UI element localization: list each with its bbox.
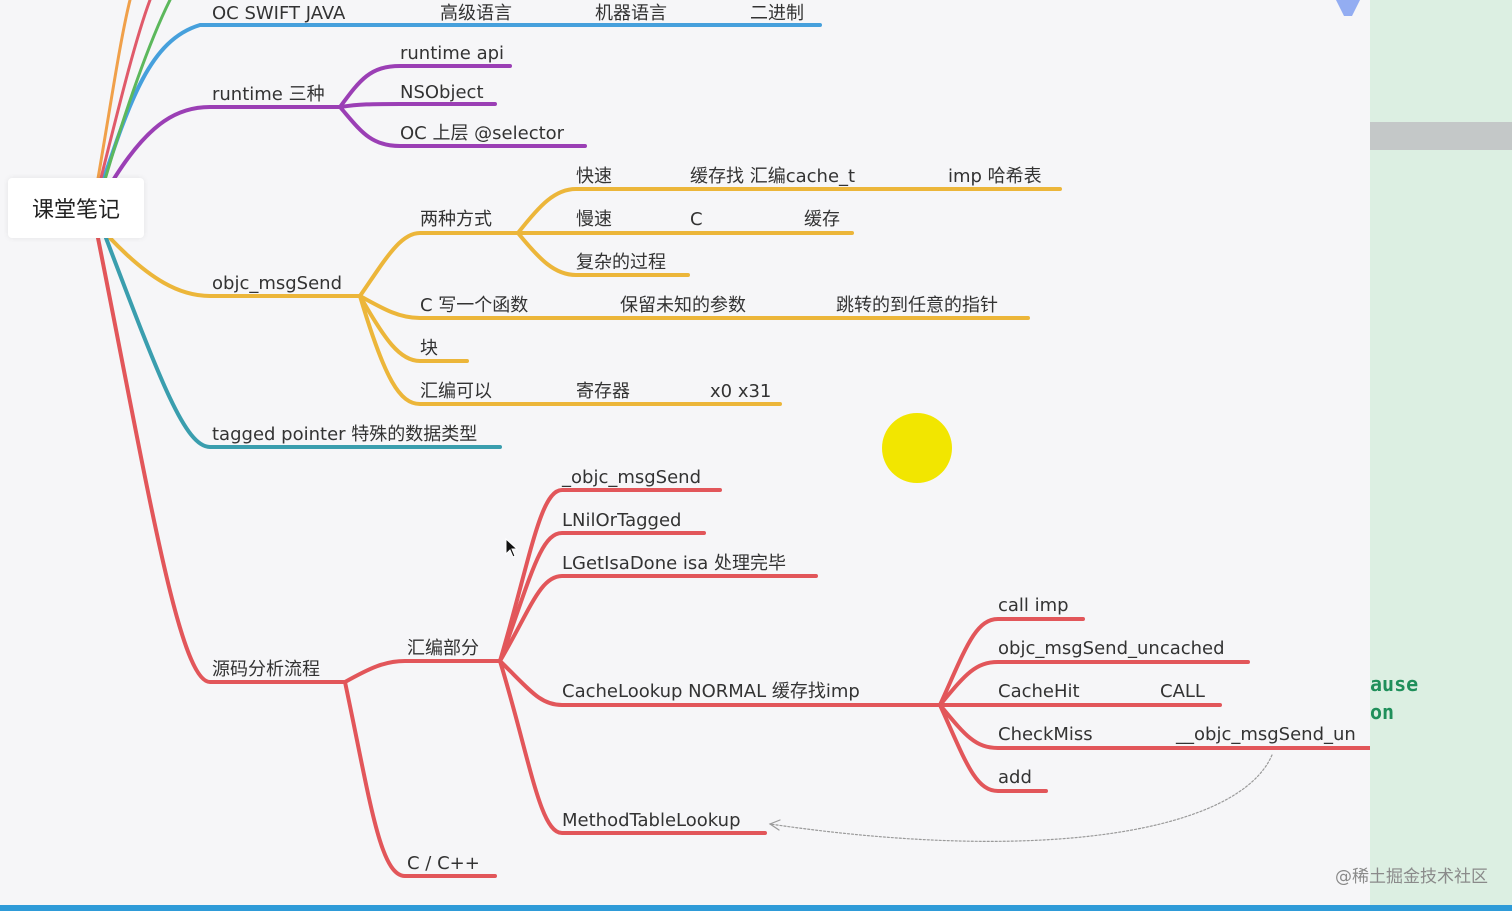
label-msgsend: objc_msgSend [212,273,342,294]
edge-runtime [110,105,342,184]
label-nsobject: NSObject [400,82,484,103]
label-source: 源码分析流程 [212,659,320,680]
label-c-cpp: C / C++ [407,853,480,874]
mindmap-svg: OC SWIFT JAVA 高级语言 机器语言 二进制 runtime 三种 r… [94,0,1370,878]
label-lgetisa: LGetIsaDone isa 处理完毕 [562,553,786,574]
app-logo-icon [1336,0,1360,16]
label-asm: 汇编可以 [420,381,492,402]
label-asm-register: 寄存器 [576,381,630,402]
relation-arrow-head [768,819,781,831]
edge-source [96,236,347,684]
label-slow-cache: 缓存 [804,209,840,230]
root-node[interactable]: 课堂笔记 [8,178,144,238]
edge-lnil [498,531,706,663]
label-runtime: runtime 三种 [212,84,325,105]
label-call-imp: call imp [998,595,1069,616]
edge-msgsend [108,236,362,298]
edge-cachelookup [498,659,942,707]
label-fast-cache: 缓存找 汇编cache_t [690,166,855,187]
label-top-item-1: 高级语言 [440,3,512,24]
right-panel-header-bar [1370,122,1512,150]
relation-arrow [769,754,1273,842]
edge-top-extra-1 [94,0,132,192]
label-two-ways: 两种方式 [420,209,492,230]
edge-runtime-api [338,64,512,109]
edge-checkmiss [938,703,1370,750]
edge-asm-part [343,659,502,684]
label-lnil: LNilOrTagged [562,510,681,531]
label-block: 块 [420,338,438,359]
edge-c-func [358,294,1030,320]
label-selector: OC 上层 @selector [400,123,565,144]
label-slow-c: C [690,209,703,230]
edge-lgetisa [498,574,818,663]
label-tagged: tagged pointer 特殊的数据类型 [212,424,477,445]
label-uncached: objc_msgSend_uncached [998,638,1225,659]
edge-c-cpp [343,680,497,878]
edge-methodtable [498,659,767,835]
label-top-item-3: 二进制 [750,3,804,24]
edge-fast [516,187,1062,235]
root-label: 课堂笔记 [31,198,120,223]
side-code-line-2: on [1370,700,1395,724]
label-c-func: C 写一个函数 [420,295,528,316]
edge-top-extra-3 [100,0,172,192]
label-call: CALL [1160,681,1205,702]
bottom-border-strip [0,905,1512,911]
label-fast: 快速 [576,166,612,187]
edge-tagged [104,236,502,449]
label-complex: 复杂的过程 [576,252,666,273]
edge-call-imp [938,617,1085,707]
side-code-line-1: ause [1370,672,1419,696]
label-methodtable: MethodTableLookup [562,810,741,831]
mindmap-canvas: OC SWIFT JAVA 高级语言 机器语言 二进制 runtime 三种 r… [8,0,1370,878]
label-cachelookup: CacheLookup NORMAL 缓存找imp [562,681,860,702]
edge-objc-msgsend [498,488,722,663]
label-add: add [998,767,1032,788]
edge-nsobject [338,102,497,109]
label-slow: 慢速 [576,209,612,230]
laser-pointer-dot [882,413,952,483]
edge-top-extra-2 [96,0,152,192]
edge-asm [358,294,782,406]
label-objc-msgsend: _objc_msgSend [561,467,701,488]
label-runtime-api: runtime api [400,43,504,64]
edge-uncached [938,660,1250,707]
edge-two-ways [358,231,520,298]
label-fast-imp: imp 哈希表 [948,166,1042,187]
label-checkmiss: CheckMiss [998,724,1093,745]
label-top-partial: OC SWIFT JAVA [212,3,346,24]
label-asm-x0: x0 x31 [710,381,771,402]
edge-complex [516,231,690,277]
label-top-item-2: 机器语言 [595,3,667,24]
label-c-func-jump: 跳转的到任意的指针 [836,295,998,316]
edge-block [358,294,469,363]
mouse-cursor-icon [505,538,519,558]
label-asm-part: 汇编部分 [407,638,479,659]
label-c-func-params: 保留未知的参数 [620,295,746,316]
label-uncached-2: __objc_msgSend_un [1175,724,1356,745]
edge-selector [338,105,587,148]
watermark: @稀土掘金技术社区 [1335,867,1488,887]
right-editor-panel [1370,0,1512,911]
label-cachehit: CacheHit [998,681,1080,702]
edge-add [938,703,1048,793]
